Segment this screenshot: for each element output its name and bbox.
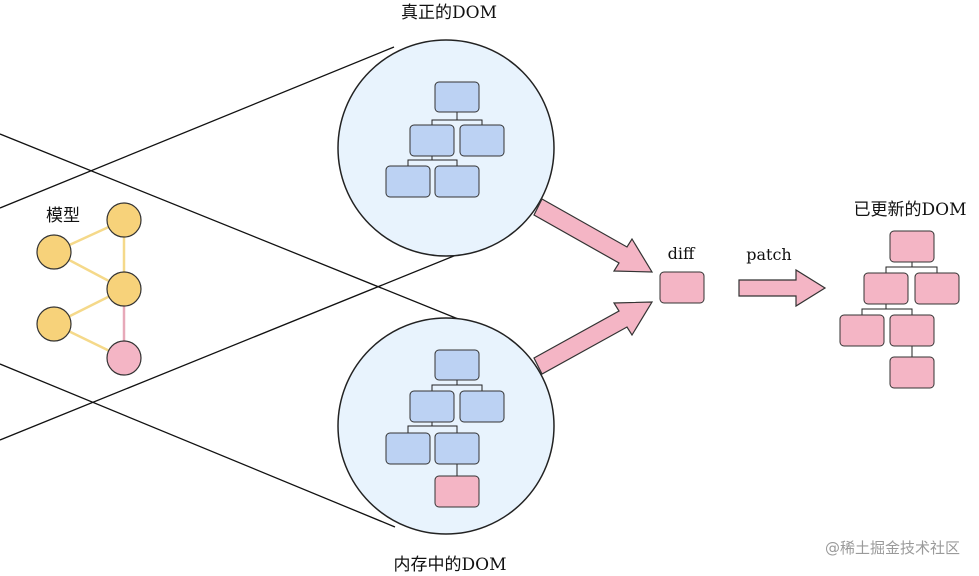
dom-node: [385, 432, 431, 465]
projection-line: [0, 46, 395, 209]
model-node: [106, 202, 142, 238]
dom-node: [385, 165, 431, 198]
dom-node: [434, 432, 480, 465]
dom-node: [434, 81, 480, 113]
projection-line: [0, 133, 479, 328]
diff-label: diff: [668, 244, 696, 263]
patch-arrow: [738, 268, 827, 308]
dom-node: [889, 314, 935, 347]
arrows: [533, 198, 827, 375]
arrow-to-diff-upper: [533, 198, 654, 273]
projection-lines: [0, 46, 479, 528]
projection-line: [0, 246, 477, 441]
dom-node: [459, 124, 505, 157]
dom-node: [409, 124, 455, 157]
dom-node: [459, 390, 505, 423]
memory-dom-circle: [337, 317, 555, 535]
arrow-to-diff-lower: [533, 301, 654, 375]
dom-node: [914, 272, 960, 305]
model-node-changed: [106, 340, 142, 376]
updated-dom-tree: [839, 230, 960, 389]
watermark: @稀土掘金技术社区: [825, 539, 960, 557]
real-dom-circle: [337, 39, 555, 257]
model-node: [36, 234, 72, 270]
updated-dom-label: 已更新的DOM: [854, 200, 967, 220]
dom-node: [863, 272, 909, 305]
dom-node: [409, 390, 455, 423]
dom-node: [434, 165, 480, 198]
diff-node: [659, 271, 705, 304]
dom-node-changed: [434, 475, 480, 508]
dom-node: [889, 230, 935, 263]
dom-node: [889, 356, 935, 389]
model-graph: [36, 202, 142, 376]
real-dom-label: 真正的DOM: [401, 3, 497, 23]
patch-label: patch: [746, 245, 791, 264]
model-label: 模型: [46, 206, 80, 226]
memory-dom-label: 内存中的DOM: [394, 555, 507, 575]
dom-node: [839, 314, 885, 347]
model-node: [36, 306, 72, 342]
model-node: [106, 271, 142, 307]
dom-node: [434, 349, 480, 381]
projection-line: [0, 363, 396, 528]
